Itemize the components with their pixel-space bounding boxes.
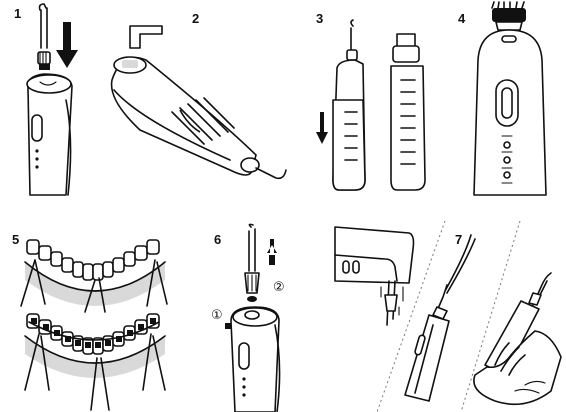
nozzle-removed (249, 224, 255, 271)
step3-illustration (315, 20, 445, 200)
brush-head (492, 8, 526, 22)
mode-light-1 (504, 142, 510, 148)
nozzle-tip (40, 4, 47, 10)
nozzle-left (351, 20, 353, 50)
callout-2: ② (273, 280, 285, 295)
down-arrow-icon (316, 112, 328, 144)
mode-light-3 (504, 172, 510, 178)
down-arrow-icon (56, 22, 78, 68)
reservoir-left (333, 100, 365, 190)
step4-illustration (462, 0, 562, 210)
step2-illustration (100, 20, 300, 200)
wall-mounted-device (335, 227, 414, 283)
step5-illustration (15, 240, 175, 412)
step6-illustration: ② ① (205, 225, 315, 412)
device-right-with-cloth (474, 273, 561, 404)
step7-illustration (325, 215, 566, 412)
up-arrow-icon (267, 239, 277, 253)
mode-light-2 (504, 157, 510, 163)
device-right-top (393, 46, 419, 62)
water-tap (130, 26, 162, 48)
upper-teeth (27, 240, 159, 280)
power-button (32, 115, 42, 141)
release-button (245, 311, 259, 319)
lower-teeth-braces (27, 314, 159, 354)
device-middle (405, 235, 475, 401)
callout-1: ① (211, 308, 223, 323)
